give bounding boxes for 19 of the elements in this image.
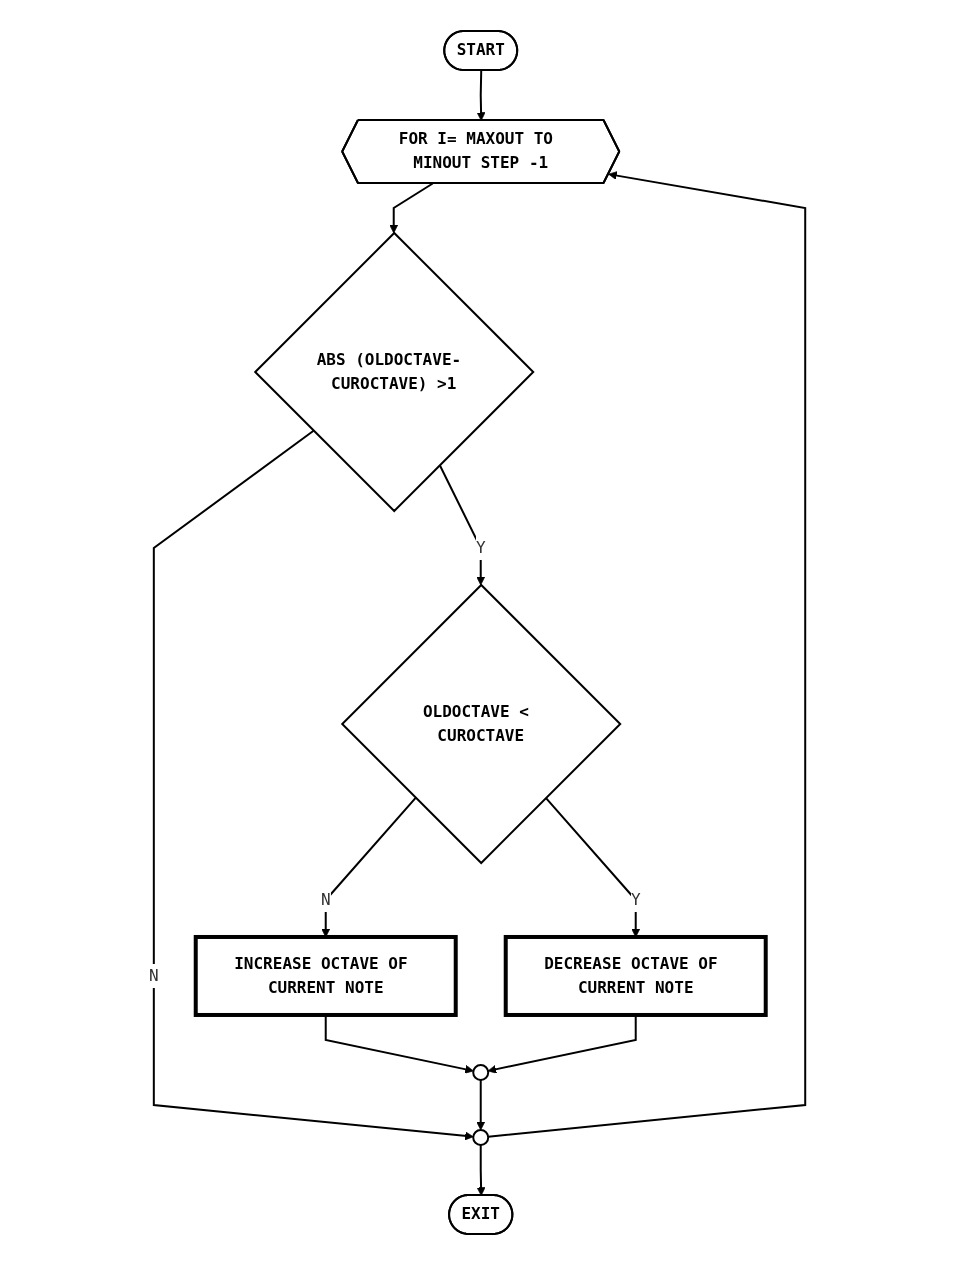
arrow xyxy=(477,69,486,121)
node-circle xyxy=(472,1129,490,1146)
arrow xyxy=(487,171,807,1138)
node-box: DECREASE OCTAVE OF CURRENT NOTE xyxy=(504,935,769,1017)
edge-label: Y xyxy=(476,538,486,557)
node-box: INCREASE OCTAVE OF CURRENT NOTE xyxy=(194,935,459,1017)
edge-label: N xyxy=(321,889,331,909)
node-diamond: OLDOCTAVE < CUROCTAVE xyxy=(341,583,623,865)
node-diamond: ABS (OLDOCTAVE- CUROCTAVE) >1 xyxy=(254,231,536,513)
arrow xyxy=(488,1014,638,1074)
arrow xyxy=(477,1144,486,1196)
arrow xyxy=(325,1014,475,1074)
arrow xyxy=(153,429,475,1141)
arrow xyxy=(439,464,486,586)
arrow xyxy=(476,1079,486,1131)
edge-label: Y xyxy=(631,889,641,909)
arrow xyxy=(389,182,435,234)
node-circle xyxy=(472,1064,490,1081)
edge-label: N xyxy=(149,965,160,985)
